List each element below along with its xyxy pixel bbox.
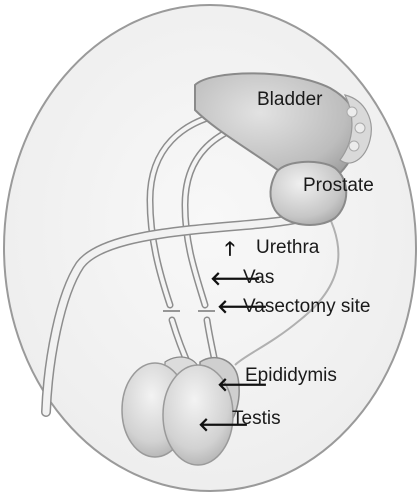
label-testis: Testis [232, 409, 281, 428]
label-prostate: Prostate [303, 176, 374, 195]
label-epididymis: Epididymis [245, 366, 337, 385]
arrow-up-icon: 🡑 [225, 240, 235, 259]
label-bladder: Bladder [257, 90, 323, 109]
label-urethra: Urethra [256, 238, 319, 257]
label-vasectomy-site: Vasectomy site [243, 297, 370, 316]
label-vas: Vas [243, 268, 274, 287]
